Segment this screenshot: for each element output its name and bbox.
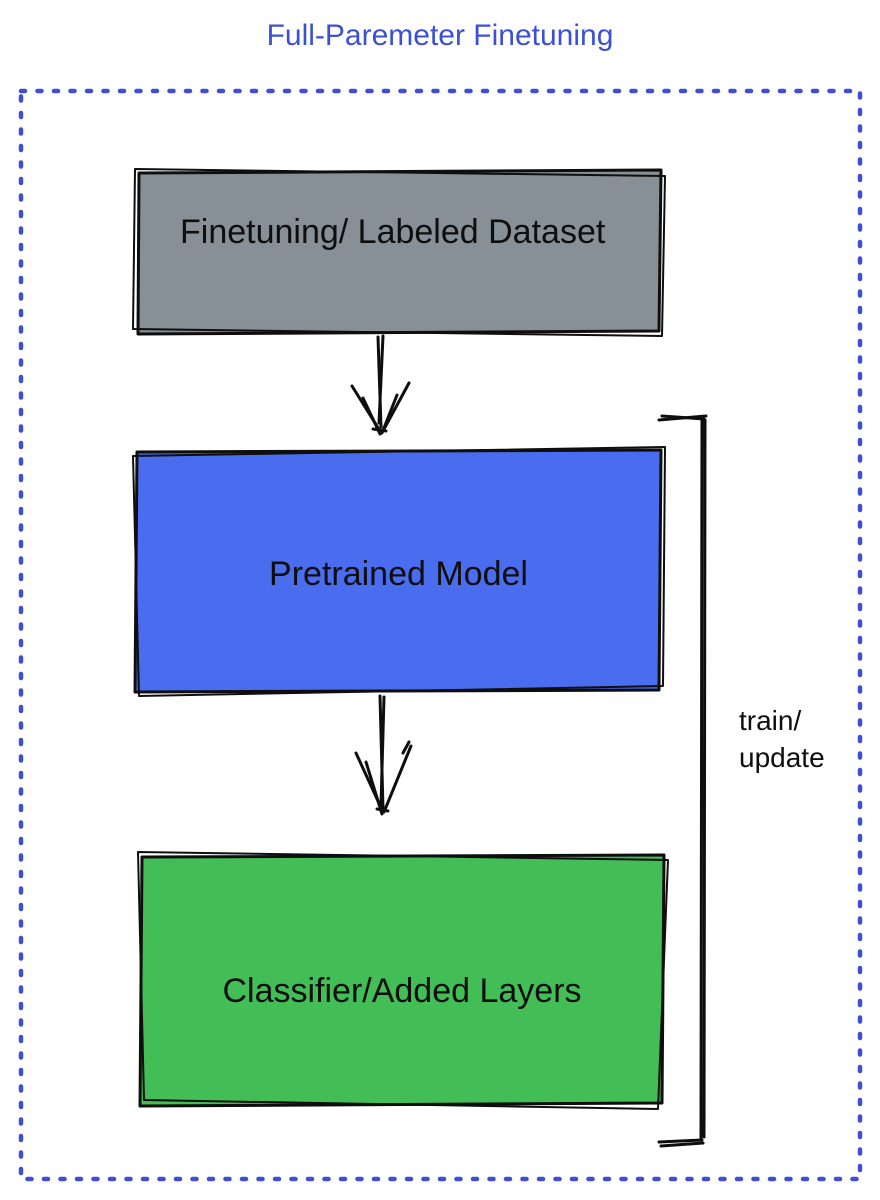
dataset-box-label: Finetuning/ Labeled Dataset	[180, 213, 606, 251]
train-update-bracket	[657, 414, 708, 1148]
dataset-box-sketch-stroke	[132, 168, 666, 337]
dataset-box	[132, 168, 666, 337]
classifier-box-fill	[138, 853, 666, 1108]
pretrained-box-label: Pretrained Model	[269, 555, 528, 593]
train-update-label-line1: train/	[739, 705, 802, 736]
train-update-label-line2: update	[739, 742, 825, 773]
diagram-title: Full-Paremeter Finetuning	[266, 19, 614, 52]
classifier-box-sketch-stroke	[137, 851, 669, 1110]
train-update-label: train/ update	[739, 702, 825, 776]
classifier-box	[137, 851, 669, 1110]
classifier-box-label: Classifier/Added Layers	[222, 972, 582, 1010]
dotted-frame	[18, 88, 863, 1182]
pretrained-box-sketch-stroke	[132, 446, 666, 697]
dataset-box-fill	[136, 168, 663, 336]
arrow-down-icon-dataset-to-pretrained	[350, 334, 411, 436]
pretrained-box	[132, 446, 666, 697]
arrow-down-icon-pretrained-to-classifier	[354, 694, 413, 816]
